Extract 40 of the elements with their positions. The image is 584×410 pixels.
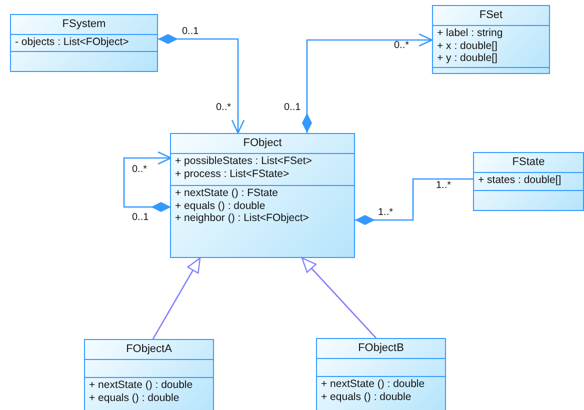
- multiplicity-label: 0..1: [182, 26, 199, 37]
- multiplicity-label: 1..*: [436, 180, 452, 191]
- class-box: [170, 133, 355, 258]
- class-name: FObject: [242, 136, 283, 151]
- member-text: + nextState () : FState: [175, 187, 280, 200]
- composition-line: [355, 178, 473, 225]
- class-box: [473, 152, 584, 211]
- multiplicity-label: 0..*: [216, 102, 232, 113]
- generalization-arrow: [152, 257, 201, 340]
- class-box: [316, 338, 446, 410]
- composition-line: [158, 34, 245, 134]
- member-text: + y : double[]: [437, 52, 498, 64]
- class-name: FSystem: [61, 17, 107, 32]
- member-text: + label : string: [437, 27, 504, 40]
- class-box: [84, 339, 214, 410]
- member-text: + states : double[]: [478, 174, 562, 186]
- multiplicity-label: 0..1: [284, 102, 301, 113]
- member-text: + x : double[]: [437, 40, 498, 52]
- class-box: [432, 5, 550, 74]
- member-text: + equals () : double: [321, 390, 412, 403]
- multiplicity-label: 0..*: [394, 40, 410, 51]
- multiplicity-label: 0..1: [132, 212, 149, 223]
- member-text: + equals () : double: [89, 392, 180, 404]
- member-text: + nextState () : double: [89, 379, 194, 392]
- composition-line: [123, 151, 172, 212]
- member-text: + possibleStates : List<FSet>: [175, 155, 313, 168]
- multiplicity-label: 1..*: [378, 207, 394, 218]
- multiplicity-label: 0..*: [132, 164, 148, 175]
- class-box: [10, 14, 158, 72]
- generalization-arrow: [301, 257, 376, 338]
- composition-line: [302, 33, 433, 133]
- member-text: - objects : List<FObject>: [15, 36, 130, 48]
- member-text: + equals () : double: [175, 200, 266, 212]
- class-name: FObjectB: [357, 341, 405, 356]
- member-text: + neighbor () : List<FObject>: [175, 212, 310, 224]
- class-name: FState: [511, 155, 546, 170]
- member-text: + process : List<FState>: [175, 168, 290, 180]
- member-text: + nextState () : double: [321, 378, 426, 390]
- class-name: FObjectA: [125, 342, 173, 357]
- class-name: FSet: [478, 8, 504, 23]
